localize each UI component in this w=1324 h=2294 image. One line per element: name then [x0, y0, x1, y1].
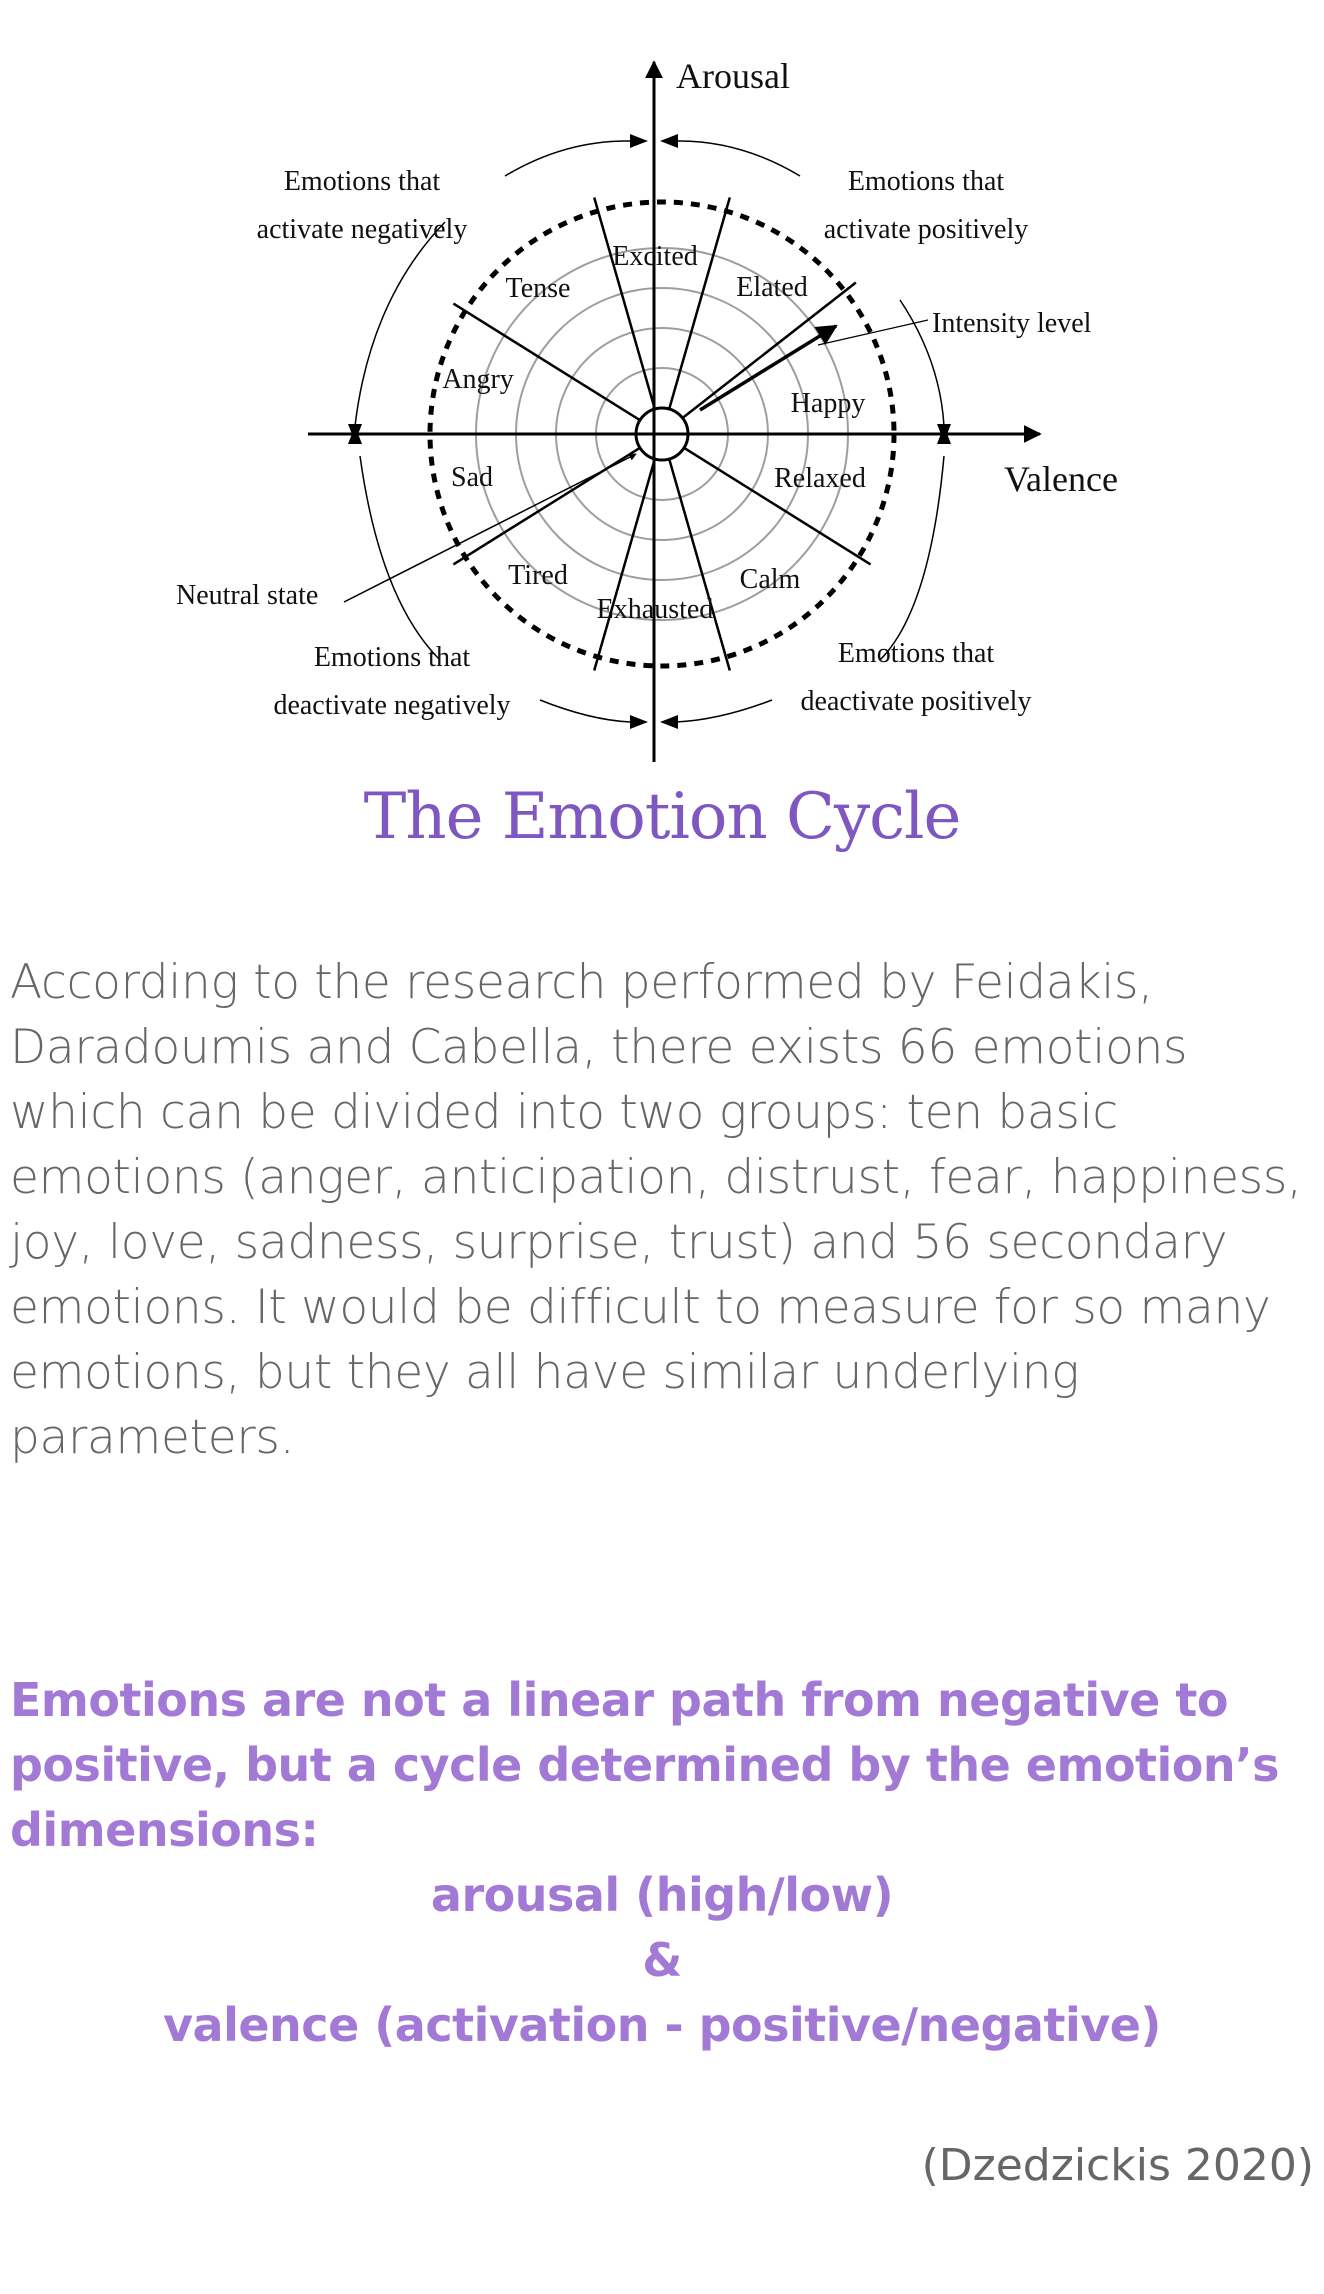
emotion-spoke-5 [683, 446, 872, 566]
emotion-spoke-6 [667, 458, 732, 671]
emotion-tired: Tired [508, 560, 568, 591]
emotion-elated: Elated [736, 272, 808, 303]
emotion-tense: Tense [506, 273, 571, 304]
intensity-leader [817, 319, 929, 346]
emotion-labels: Excited Elated Happy Relaxed Calm Exhaus… [442, 241, 866, 625]
emotion-spoke-1 [592, 197, 657, 410]
page-title: The Emotion Cycle [363, 780, 962, 854]
quadrant-bottom-left-line2: deactivate negatively [273, 690, 510, 721]
axis-markers [348, 134, 951, 729]
emotion-spoke-3 [681, 281, 857, 419]
emotion-spoke-10 [452, 302, 641, 422]
emotion-spoke-2 [667, 197, 732, 410]
emotion-cycle-diagram: Arousal Valence Intensity level Neutral … [176, 56, 1118, 762]
quadrant-arcs [354, 140, 945, 723]
quadrant-bottom-right-line2: deactivate positively [801, 686, 1032, 717]
intensity-level-label: Intensity level [932, 308, 1092, 339]
neutral-leader [343, 453, 637, 603]
emotion-calm: Calm [740, 564, 801, 595]
arousal-label: Arousal [676, 56, 790, 96]
dimension-ampersand: & [642, 1933, 682, 1987]
quadrant-top-left-line1: Emotions that [284, 166, 441, 197]
emotion-sad: Sad [451, 462, 493, 493]
quadrant-labels: Emotions that activate negatively Emotio… [257, 166, 1032, 721]
quadrant-top-right-line1: Emotions that [848, 166, 1005, 197]
body-paragraph: According to the research performed by F… [10, 955, 1302, 1465]
highlight-statement: Emotions are not a linear path from nega… [10, 1673, 1280, 1857]
quadrant-bottom-left-line1: Emotions that [314, 642, 471, 673]
quadrant-top-right-line2: activate positively [824, 214, 1029, 245]
neutral-state-label: Neutral state [176, 580, 318, 611]
emotion-exhausted: Exhausted [597, 594, 714, 625]
emotion-excited: Excited [612, 241, 698, 272]
emotion-happy: Happy [791, 388, 866, 419]
emotion-angry: Angry [442, 364, 514, 395]
valence-label: Valence [1004, 459, 1118, 499]
quadrant-top-left-line2: activate negatively [257, 214, 468, 245]
quadrant-bottom-right-line1: Emotions that [838, 638, 995, 669]
citation: (Dzedzickis 2020) [921, 2140, 1314, 2191]
dimension-arousal: arousal (high/low) [430, 1868, 894, 1922]
dimension-valence: valence (activation - positive/negative) [163, 1998, 1161, 2052]
emotion-spoke-7 [592, 458, 657, 671]
emotion-relaxed: Relaxed [774, 463, 866, 494]
intensity-arrow [699, 324, 838, 412]
highlight-block: Emotions are not a linear path from nega… [10, 1668, 1320, 2058]
